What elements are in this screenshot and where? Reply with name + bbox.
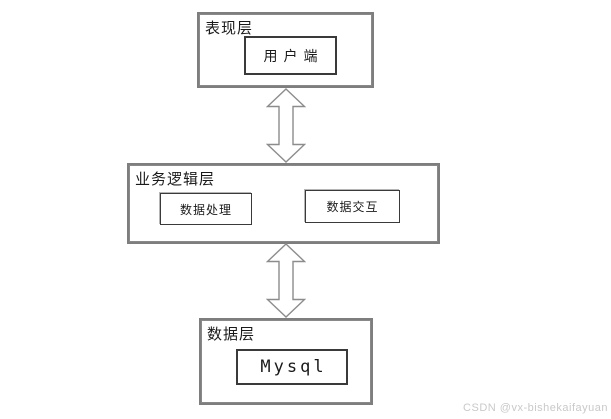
layer-business-logic: 业务逻辑层 数据处理 数据交互 (127, 163, 440, 244)
layer-presentation-label: 表现层 (205, 19, 254, 37)
layer-business-logic-label: 业务逻辑层 (135, 170, 216, 188)
csdn-watermark: CSDN @vx-bishekaifayuan (463, 402, 608, 414)
node-mysql-label: Mysql (260, 357, 327, 377)
layer-data-label: 数据层 (207, 325, 256, 343)
double-arrow-business-data (266, 243, 306, 318)
node-data-processing-label: 数据处理 (179, 202, 232, 217)
node-mysql: Mysql (236, 349, 348, 385)
layer-presentation: 表现层 用户端 (197, 12, 374, 88)
node-data-interaction-label: 数据交互 (326, 200, 379, 214)
node-data-processing: 数据处理 (160, 193, 252, 225)
node-data-interaction: 数据交互 (305, 190, 400, 223)
double-arrow-presentation-business (266, 88, 306, 163)
node-client-label: 用户端 (263, 48, 324, 65)
node-client: 用户端 (244, 36, 337, 75)
layer-data: 数据层 Mysql (199, 318, 373, 405)
